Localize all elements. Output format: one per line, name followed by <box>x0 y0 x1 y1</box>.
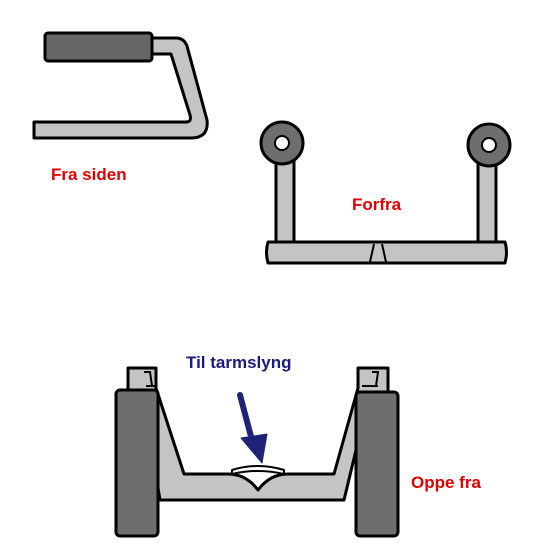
top-view-right-bracket <box>362 371 380 387</box>
top-view-frame <box>126 366 390 502</box>
top-view-drawing <box>114 366 400 538</box>
pointer-arrow-head <box>240 433 268 464</box>
side-view-drawing <box>32 31 209 140</box>
front-view-center-mark <box>369 243 387 263</box>
arrow-callout-label: Til tarmslyng <box>186 353 292 372</box>
front-view-drawing <box>259 120 512 265</box>
side-view-grip <box>43 31 154 63</box>
front-view-label: Forfra <box>352 195 402 214</box>
front-view-crossbar <box>265 240 508 265</box>
top-view-attachment-plate <box>231 465 285 475</box>
side-view-label: Fra siden <box>51 165 127 184</box>
top-view-label: Oppe fra <box>411 473 481 492</box>
top-view-left-wheel <box>114 388 160 538</box>
pointer-arrow-shaft <box>237 392 256 447</box>
top-view-right-wheel <box>354 390 400 538</box>
front-view-left-knob-hole <box>274 135 290 151</box>
pointer-arrow <box>237 392 268 464</box>
front-view-right-knob-hole <box>481 137 497 153</box>
top-view-left-bracket <box>144 371 156 387</box>
side-view-frame <box>32 36 209 140</box>
